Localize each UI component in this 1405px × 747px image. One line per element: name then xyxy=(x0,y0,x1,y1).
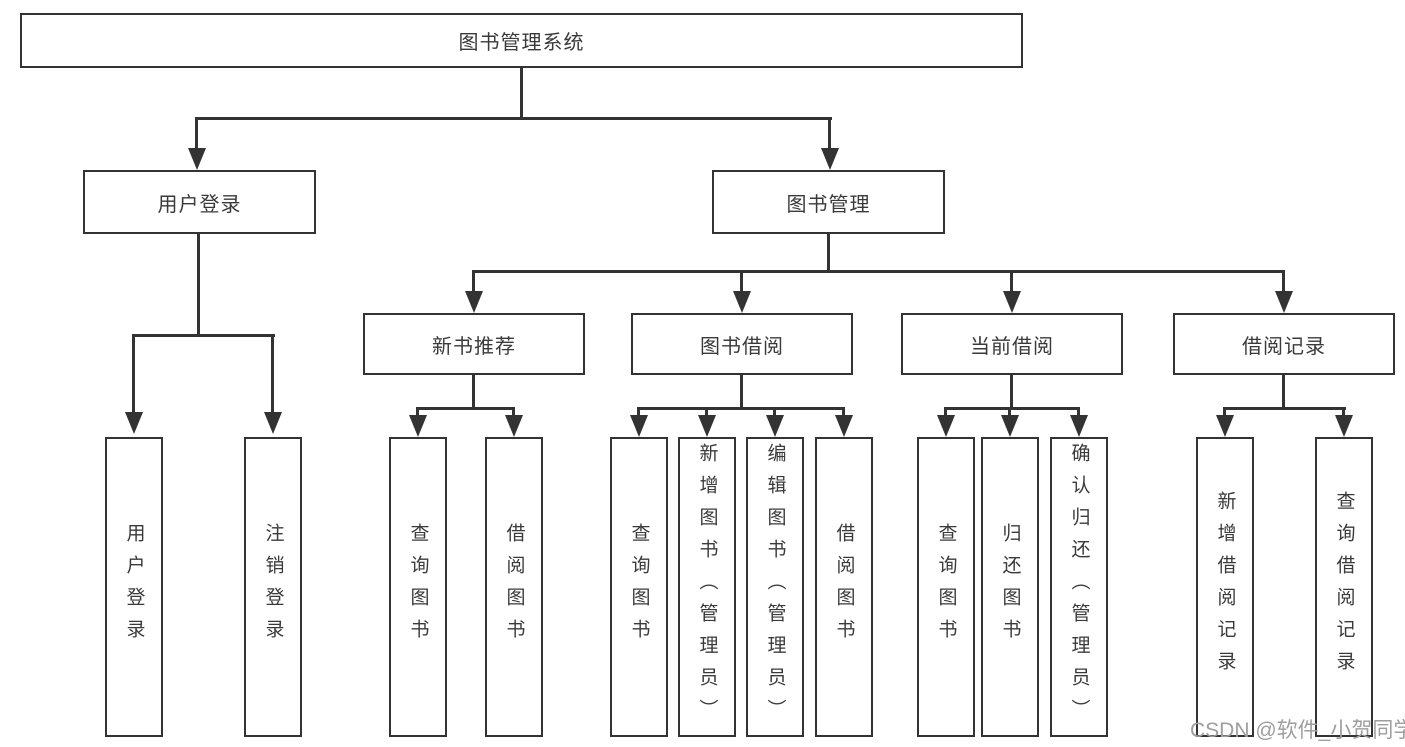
connector-line xyxy=(512,407,515,419)
arrow-down-icon xyxy=(125,412,143,434)
arrow-down-icon xyxy=(733,291,751,313)
leaf-label: 查询借阅记录 xyxy=(1333,491,1355,683)
leaf-add-borrow-record: 新增借阅记录 xyxy=(1196,437,1254,737)
node-current-borrowing: 当前借阅 xyxy=(901,313,1123,375)
leaf-borrow-books: 借阅图书 xyxy=(815,437,873,737)
arrow-down-icon xyxy=(409,415,427,437)
arrow-down-icon xyxy=(505,415,523,437)
leaf-label: 新增借阅记录 xyxy=(1214,491,1236,683)
leaf-confirm-return-admin: 确认归还（管理员） xyxy=(1050,437,1108,737)
connector-line xyxy=(638,407,845,410)
connector-line xyxy=(1010,375,1013,407)
connector-line xyxy=(196,117,832,120)
node-label: 图书借阅 xyxy=(700,335,784,358)
connector-line xyxy=(271,334,274,414)
node-label: 用户登录 xyxy=(157,193,242,216)
leaf-label: 新增图书（管理员） xyxy=(696,443,718,731)
leaf-label: 查询图书 xyxy=(407,523,429,651)
connector-line xyxy=(1077,407,1080,419)
leaf-add-books-admin: 新增图书（管理员） xyxy=(678,437,736,737)
connector-line xyxy=(1282,270,1285,293)
watermark-text: CSDN @软件_小贺同学 xyxy=(1190,719,1405,742)
node-label: 图书管理系统 xyxy=(458,32,585,54)
connector-line xyxy=(705,407,708,419)
connector-line xyxy=(637,407,640,419)
connector-line xyxy=(773,407,776,419)
leaf-edit-books-admin: 编辑图书（管理员） xyxy=(746,437,804,737)
connector-line xyxy=(945,407,1080,410)
leaf-label: 注销登录 xyxy=(262,523,284,651)
arrow-down-icon xyxy=(937,415,955,437)
arrow-down-icon xyxy=(1275,291,1293,313)
connector-line xyxy=(828,117,831,150)
connector-line xyxy=(195,117,198,150)
node-label: 图书管理 xyxy=(786,193,871,216)
connector-line xyxy=(1342,407,1345,419)
leaf-logout: 注销登录 xyxy=(244,437,302,737)
leaf-query-books-borrowing: 查询图书 xyxy=(610,437,668,737)
node-user-login-branch: 用户登录 xyxy=(83,170,316,234)
connector-line xyxy=(133,334,275,337)
arrow-down-icon xyxy=(821,148,839,170)
node-borrowing-records: 借阅记录 xyxy=(1173,313,1395,375)
connector-line xyxy=(1224,407,1346,410)
leaf-label: 借阅图书 xyxy=(833,523,855,651)
connector-line xyxy=(740,375,743,407)
connector-line xyxy=(842,407,845,419)
arrow-down-icon xyxy=(465,291,483,313)
node-label: 借阅记录 xyxy=(1242,335,1326,358)
connector-line xyxy=(740,270,743,293)
leaf-query-books-current: 查询图书 xyxy=(917,437,975,737)
leaf-label: 查询图书 xyxy=(935,523,957,651)
leaf-label: 查询图书 xyxy=(628,523,650,651)
arrow-down-icon xyxy=(188,148,206,170)
leaf-label: 归还图书 xyxy=(999,523,1021,651)
connector-line xyxy=(417,407,515,410)
arrow-down-icon xyxy=(1335,415,1353,437)
node-library-management-system: 图书管理系统 xyxy=(20,13,1023,68)
arrow-down-icon xyxy=(1216,415,1234,437)
connector-line xyxy=(1223,407,1226,419)
arrow-down-icon xyxy=(630,415,648,437)
leaf-label: 借阅图书 xyxy=(503,523,525,651)
connector-line xyxy=(944,407,947,419)
connector-line xyxy=(1010,270,1013,293)
arrow-down-icon xyxy=(264,412,282,434)
node-label: 当前借阅 xyxy=(970,335,1054,358)
node-book-management: 图书管理 xyxy=(712,170,945,234)
leaf-label: 确认归还（管理员） xyxy=(1068,443,1090,731)
connector-line xyxy=(197,233,200,334)
connector-line xyxy=(472,270,475,293)
connector-line xyxy=(416,407,419,419)
node-new-book-recommend: 新书推荐 xyxy=(363,313,585,375)
leaf-query-borrow-record: 查询借阅记录 xyxy=(1315,437,1373,737)
leaf-query-books-recommend: 查询图书 xyxy=(389,437,447,737)
connector-line xyxy=(472,270,1284,273)
connector-line xyxy=(827,234,830,270)
connector-line xyxy=(1008,407,1011,419)
connector-line xyxy=(472,375,475,407)
leaf-label: 用户登录 xyxy=(123,523,145,651)
arrow-down-icon xyxy=(1001,415,1019,437)
arrow-down-icon xyxy=(766,415,784,437)
arrow-down-icon xyxy=(835,415,853,437)
node-label: 新书推荐 xyxy=(432,335,516,358)
leaf-borrow-books-recommend: 借阅图书 xyxy=(485,437,543,737)
arrow-down-icon xyxy=(1070,415,1088,437)
arrow-down-icon xyxy=(1003,291,1021,313)
leaf-label: 编辑图书（管理员） xyxy=(764,443,786,731)
arrow-down-icon xyxy=(698,415,716,437)
leaf-return-books: 归还图书 xyxy=(981,437,1039,737)
connector-line xyxy=(520,68,523,117)
node-book-borrowing: 图书借阅 xyxy=(631,313,853,375)
leaf-user-login: 用户登录 xyxy=(105,437,163,737)
connector-line xyxy=(132,334,135,414)
connector-line xyxy=(1282,375,1285,407)
